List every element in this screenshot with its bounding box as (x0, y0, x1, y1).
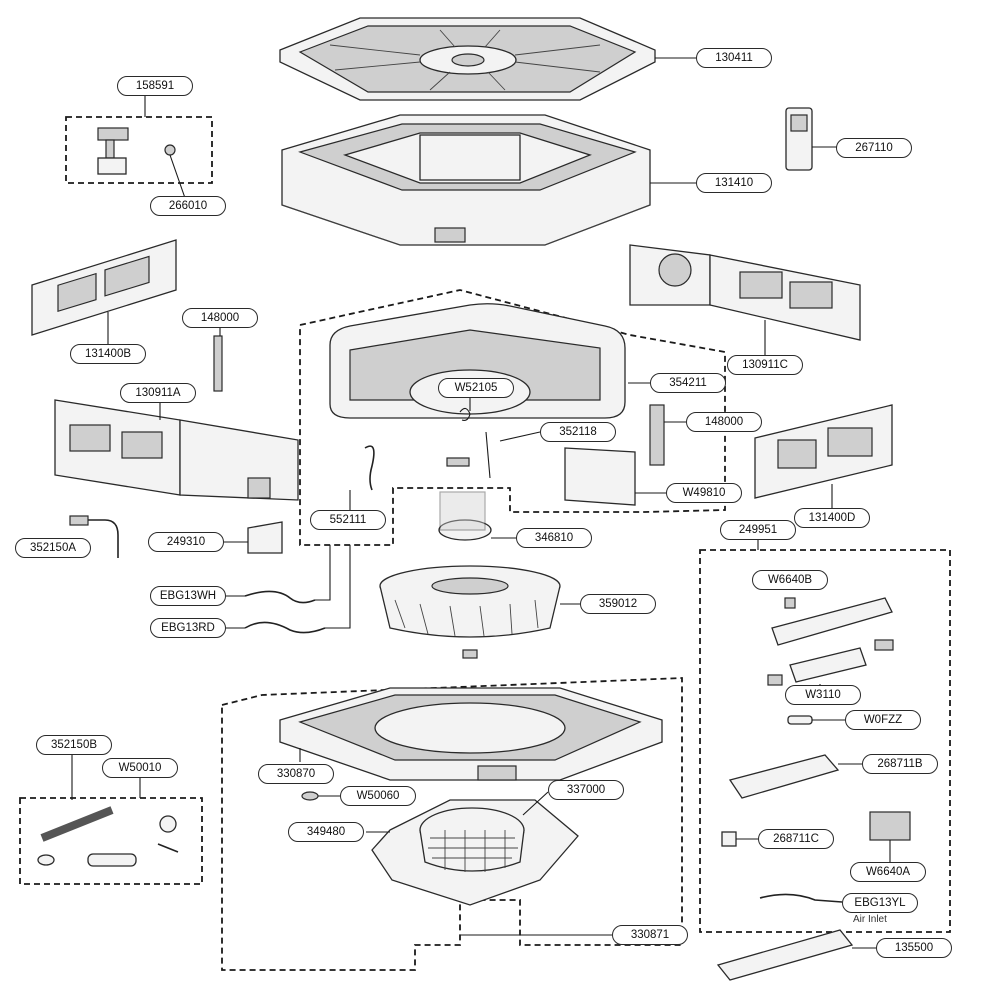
side-panel-131400b (31, 239, 177, 344)
part-label[interactable]: 249310 (148, 532, 224, 552)
part-label[interactable]: 130911A (120, 383, 196, 403)
leader-lines (469, 57, 696, 411)
part-label[interactable]: 352150A (15, 538, 91, 558)
part-label[interactable]: 354211 (650, 373, 726, 393)
part-label[interactable]: W3110 (785, 685, 861, 705)
part-label[interactable]: 349480 (288, 822, 364, 842)
part-label[interactable]: 267110 (836, 138, 912, 158)
float-switch-352118 (446, 431, 541, 479)
part-label[interactable]: 352150B (36, 735, 112, 755)
base-enclosure (221, 677, 683, 971)
part-label[interactable]: 131410 (696, 173, 772, 193)
grille-panel-130411 (279, 17, 656, 101)
cabinet-131410 (281, 114, 651, 246)
bracket-249310 (224, 521, 283, 554)
part-label[interactable]: 131400B (70, 344, 146, 364)
side-panel-130911a (54, 399, 299, 501)
part-label[interactable]: 330870 (258, 764, 334, 784)
pcb-268711b (728, 754, 862, 799)
part-label[interactable]: 352118 (540, 422, 616, 442)
part-label[interactable]: 158591 (117, 76, 193, 96)
part-label[interactable]: 268711C (758, 829, 834, 849)
hose-552111 (349, 445, 375, 512)
base-frame-330870 (279, 687, 663, 781)
part-label[interactable]: W6640A (850, 862, 926, 882)
turbo-fan-359012 (379, 565, 580, 659)
wire-ebg13wh (226, 545, 331, 604)
air-inlet-caption: Air Inlet (853, 914, 887, 925)
plate-135500 (716, 929, 876, 981)
part-label[interactable]: 148000 (686, 412, 762, 432)
part-label[interactable]: 249951 (720, 520, 796, 540)
screw-w50060 (301, 791, 340, 801)
part-label[interactable]: 130411 (696, 48, 772, 68)
part-label[interactable]: EBG13YL (842, 893, 918, 913)
control-box-158591 (65, 96, 213, 199)
drain-hook-w52105 (459, 407, 471, 421)
part-label[interactable]: EBG13WH (150, 586, 226, 606)
part-label[interactable]: 337000 (548, 780, 624, 800)
bell-mouth-349480 (366, 791, 579, 906)
wire-ebg13rd (226, 545, 351, 634)
bracket-148000-right (649, 404, 686, 466)
part-label[interactable]: 346810 (516, 528, 592, 548)
part-label[interactable]: 135500 (876, 938, 952, 958)
part-label[interactable]: W50010 (102, 758, 178, 778)
pcb-268711c (721, 831, 758, 847)
side-panel-130911c (629, 244, 861, 355)
part-label[interactable]: 266010 (150, 196, 226, 216)
part-label[interactable]: W52105 (438, 378, 514, 398)
part-label[interactable]: EBG13RD (150, 618, 226, 638)
control-enclosure-249951 (699, 540, 951, 933)
part-label[interactable]: 359012 (580, 594, 656, 614)
part-label[interactable]: 130911C (727, 355, 803, 375)
part-label[interactable]: W6640B (752, 570, 828, 590)
pipe-352150a (69, 515, 119, 558)
side-panel-131400d (754, 404, 893, 508)
wire-ebg13yl (759, 893, 843, 903)
drain-pan-354211 (329, 303, 650, 419)
part-label[interactable]: 552111 (310, 510, 386, 530)
part-label[interactable]: W49810 (666, 483, 742, 503)
fuse-w0fzz (787, 715, 845, 725)
terminal-block-w6640a (869, 811, 911, 862)
motor-346810 (438, 491, 516, 541)
remote-controller-267110 (785, 107, 838, 171)
part-label[interactable]: W50060 (340, 786, 416, 806)
relay-w6640b (784, 597, 796, 609)
pipe-kit-352150b (19, 755, 203, 885)
pcb-cover (767, 597, 894, 686)
part-label[interactable]: 330871 (612, 925, 688, 945)
part-label[interactable]: W0FZZ (845, 710, 921, 730)
part-label[interactable]: 148000 (182, 308, 258, 328)
part-label[interactable]: 131400D (794, 508, 870, 528)
bracket-w49810 (564, 447, 666, 506)
part-label[interactable]: 268711B (862, 754, 938, 774)
